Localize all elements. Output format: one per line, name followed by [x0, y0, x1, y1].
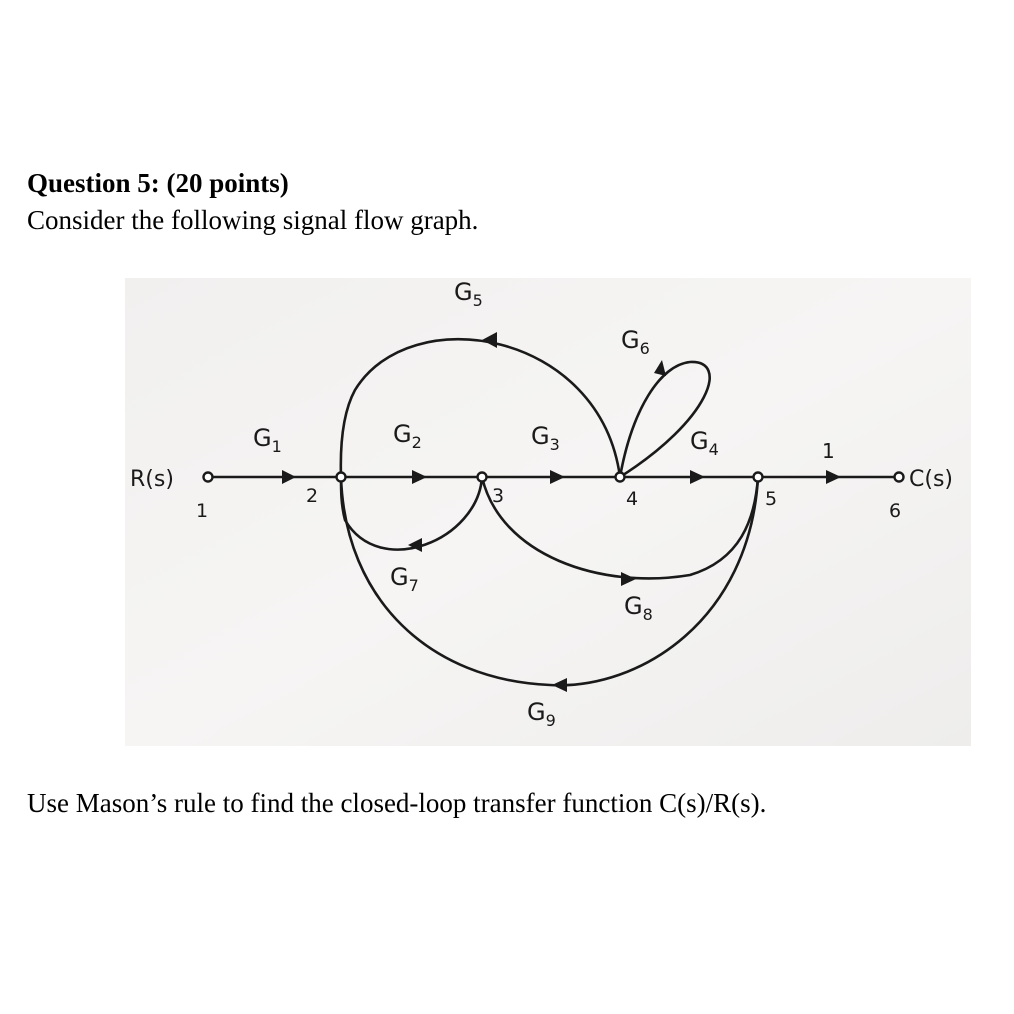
arrow-g3	[550, 470, 565, 484]
arrow-g1	[282, 470, 296, 484]
node-label-4: 4	[626, 488, 638, 510]
question-instruction: Use Mason’s rule to find the closed-loop…	[27, 788, 767, 818]
edge-g7-loop	[339, 475, 484, 551]
gain-label-g2: G2	[393, 420, 422, 452]
arrow-unity	[826, 470, 841, 484]
edge-g5-loop	[339, 337, 622, 479]
node-label-3: 3	[492, 485, 504, 507]
node-3	[476, 471, 488, 483]
node-6	[893, 471, 905, 483]
node-5	[752, 471, 764, 483]
output-label: C(s)	[909, 467, 953, 492]
arrow-g8	[621, 572, 636, 586]
arrow-g4	[690, 470, 705, 484]
gain-label-g9: G9	[527, 698, 556, 730]
edge-g8-path	[480, 475, 760, 580]
gain-label-g5: G5	[454, 278, 483, 310]
edge-g9-loop	[339, 475, 760, 687]
node-1	[202, 471, 214, 483]
question-title: Question 5: (20 points)	[27, 168, 289, 198]
arrow-g6	[654, 360, 666, 376]
gain-label-unity: 1	[822, 439, 835, 463]
gain-label-g7: G7	[390, 563, 419, 595]
node-label-2: 2	[306, 485, 318, 507]
node-label-6: 6	[889, 500, 901, 522]
node-label-5: 5	[765, 488, 777, 510]
gain-label-g8: G8	[624, 592, 653, 624]
gain-label-g3: G3	[531, 422, 560, 454]
node-4	[614, 471, 626, 483]
diagram-photo-background	[125, 278, 971, 746]
input-label: R(s)	[130, 467, 174, 492]
node-2	[335, 471, 347, 483]
node-label-1: 1	[196, 500, 208, 522]
gain-label-g4: G4	[690, 427, 719, 459]
edge-g6-self-loop	[618, 360, 711, 479]
question-prompt: Consider the following signal flow graph…	[27, 205, 479, 235]
gain-label-g6: G6	[621, 326, 650, 358]
arrow-g2	[412, 470, 427, 484]
arrow-g9	[552, 678, 567, 692]
arrow-g7	[408, 538, 422, 552]
arrow-g5	[482, 332, 497, 348]
gain-label-g1: G1	[253, 424, 282, 456]
